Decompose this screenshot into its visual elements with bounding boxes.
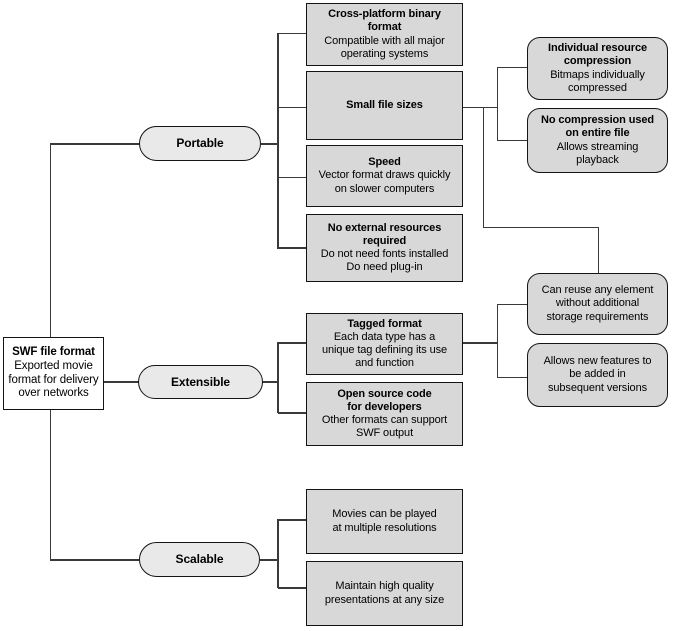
node-maintain-quality: Maintain high quality presentations at a… <box>306 561 463 626</box>
node-body: Allows new features to be added in subse… <box>543 355 652 394</box>
node-title: Tagged format <box>347 317 422 330</box>
node-open-source-code: Open source code for developers Other fo… <box>306 382 463 446</box>
connector-crosslink-vertical-1 <box>482 107 484 227</box>
connector-stub-maintain <box>278 587 306 589</box>
connector-stub-no-external <box>278 247 306 249</box>
node-title: Individual resource compression <box>548 42 647 68</box>
connector-trunk-to-portable <box>50 143 140 145</box>
node-body: Allows streaming playback <box>556 140 639 166</box>
node-title: No compression used on entire file <box>540 114 654 140</box>
node-body: Bitmaps individually compressed <box>550 68 645 94</box>
node-can-reuse-element: Can reuse any element without additional… <box>527 273 668 335</box>
node-title: No external resources required <box>327 221 442 247</box>
root-node-title: SWF file format <box>12 345 95 358</box>
node-body: Can reuse any element without additional… <box>541 284 654 323</box>
connector-small-file-right <box>463 106 497 108</box>
connector-extensible-right <box>262 381 278 383</box>
branch-portable: Portable <box>139 126 261 161</box>
node-body: Each data type has a unique tag defining… <box>321 330 448 370</box>
branch-portable-label: Portable <box>176 136 224 151</box>
root-node-body: Exported movie format for delivery over … <box>8 359 99 400</box>
node-tagged-format: Tagged format Each data type has a uniqu… <box>306 313 463 375</box>
connector-stub-no-compression <box>497 139 527 141</box>
connector-crosslink-horizontal <box>482 226 599 228</box>
connector-stub-cross-platform <box>278 32 306 34</box>
connector-stub-can-reuse <box>497 303 527 305</box>
node-title: Speed <box>368 156 401 169</box>
node-title: Small file sizes <box>346 98 423 111</box>
node-body: Movies can be played at multiple resolut… <box>332 508 437 534</box>
connector-stub-small-file <box>278 106 306 108</box>
branch-extensible-label: Extensible <box>170 374 231 389</box>
node-movies-multiple-resolutions: Movies can be played at multiple resolut… <box>306 489 463 554</box>
branch-scalable-label: Scalable <box>175 552 224 567</box>
connector-tagged-vertical <box>496 303 498 378</box>
node-body: Maintain high quality presentations at a… <box>324 580 445 606</box>
node-allows-new-features: Allows new features to be added in subse… <box>527 343 668 407</box>
root-node: SWF file format Exported movie format fo… <box>3 337 104 410</box>
connector-stub-movies <box>278 519 306 521</box>
node-body: Do not need fonts installed Do need plug… <box>320 248 449 274</box>
node-small-file-sizes: Small file sizes <box>306 71 463 140</box>
connector-scalable-right <box>260 559 278 561</box>
connector-portable-right <box>261 143 278 145</box>
node-body: Vector format draws quickly on slower co… <box>318 169 451 195</box>
node-no-external-resources: No external resources required Do not ne… <box>306 214 463 282</box>
connector-tagged-right <box>463 342 497 344</box>
connector-root-to-extensible <box>104 381 139 383</box>
connector-stub-open-source <box>278 412 306 414</box>
connector-stub-tagged <box>278 342 306 344</box>
connector-stub-speed <box>278 176 306 178</box>
node-no-compression-entire-file: No compression used on entire file Allow… <box>527 108 668 173</box>
connector-crosslink-vertical-2 <box>597 227 599 273</box>
node-title: Open source code for developers <box>337 387 432 413</box>
connector-stub-individual <box>497 66 527 68</box>
branch-extensible: Extensible <box>138 365 263 399</box>
node-speed: Speed Vector format draws quickly on slo… <box>306 145 463 207</box>
branch-scalable: Scalable <box>139 542 260 577</box>
node-cross-platform-binary-format: Cross-platform binary format Compatible … <box>306 3 463 66</box>
connector-stub-allows-new <box>497 376 527 378</box>
connector-small-file-vertical <box>496 66 498 141</box>
node-body: Other formats can support SWF output <box>321 414 448 440</box>
connector-trunk-to-scalable <box>50 559 139 561</box>
node-title: Cross-platform binary format <box>328 8 441 34</box>
connector-scalable-vertical <box>277 519 279 588</box>
connector-portable-vertical <box>277 32 279 249</box>
node-body: Compatible with all major operating syst… <box>324 34 445 60</box>
node-individual-resource-compression: Individual resource compression Bitmaps … <box>527 37 668 100</box>
connector-extensible-vertical <box>277 342 279 413</box>
